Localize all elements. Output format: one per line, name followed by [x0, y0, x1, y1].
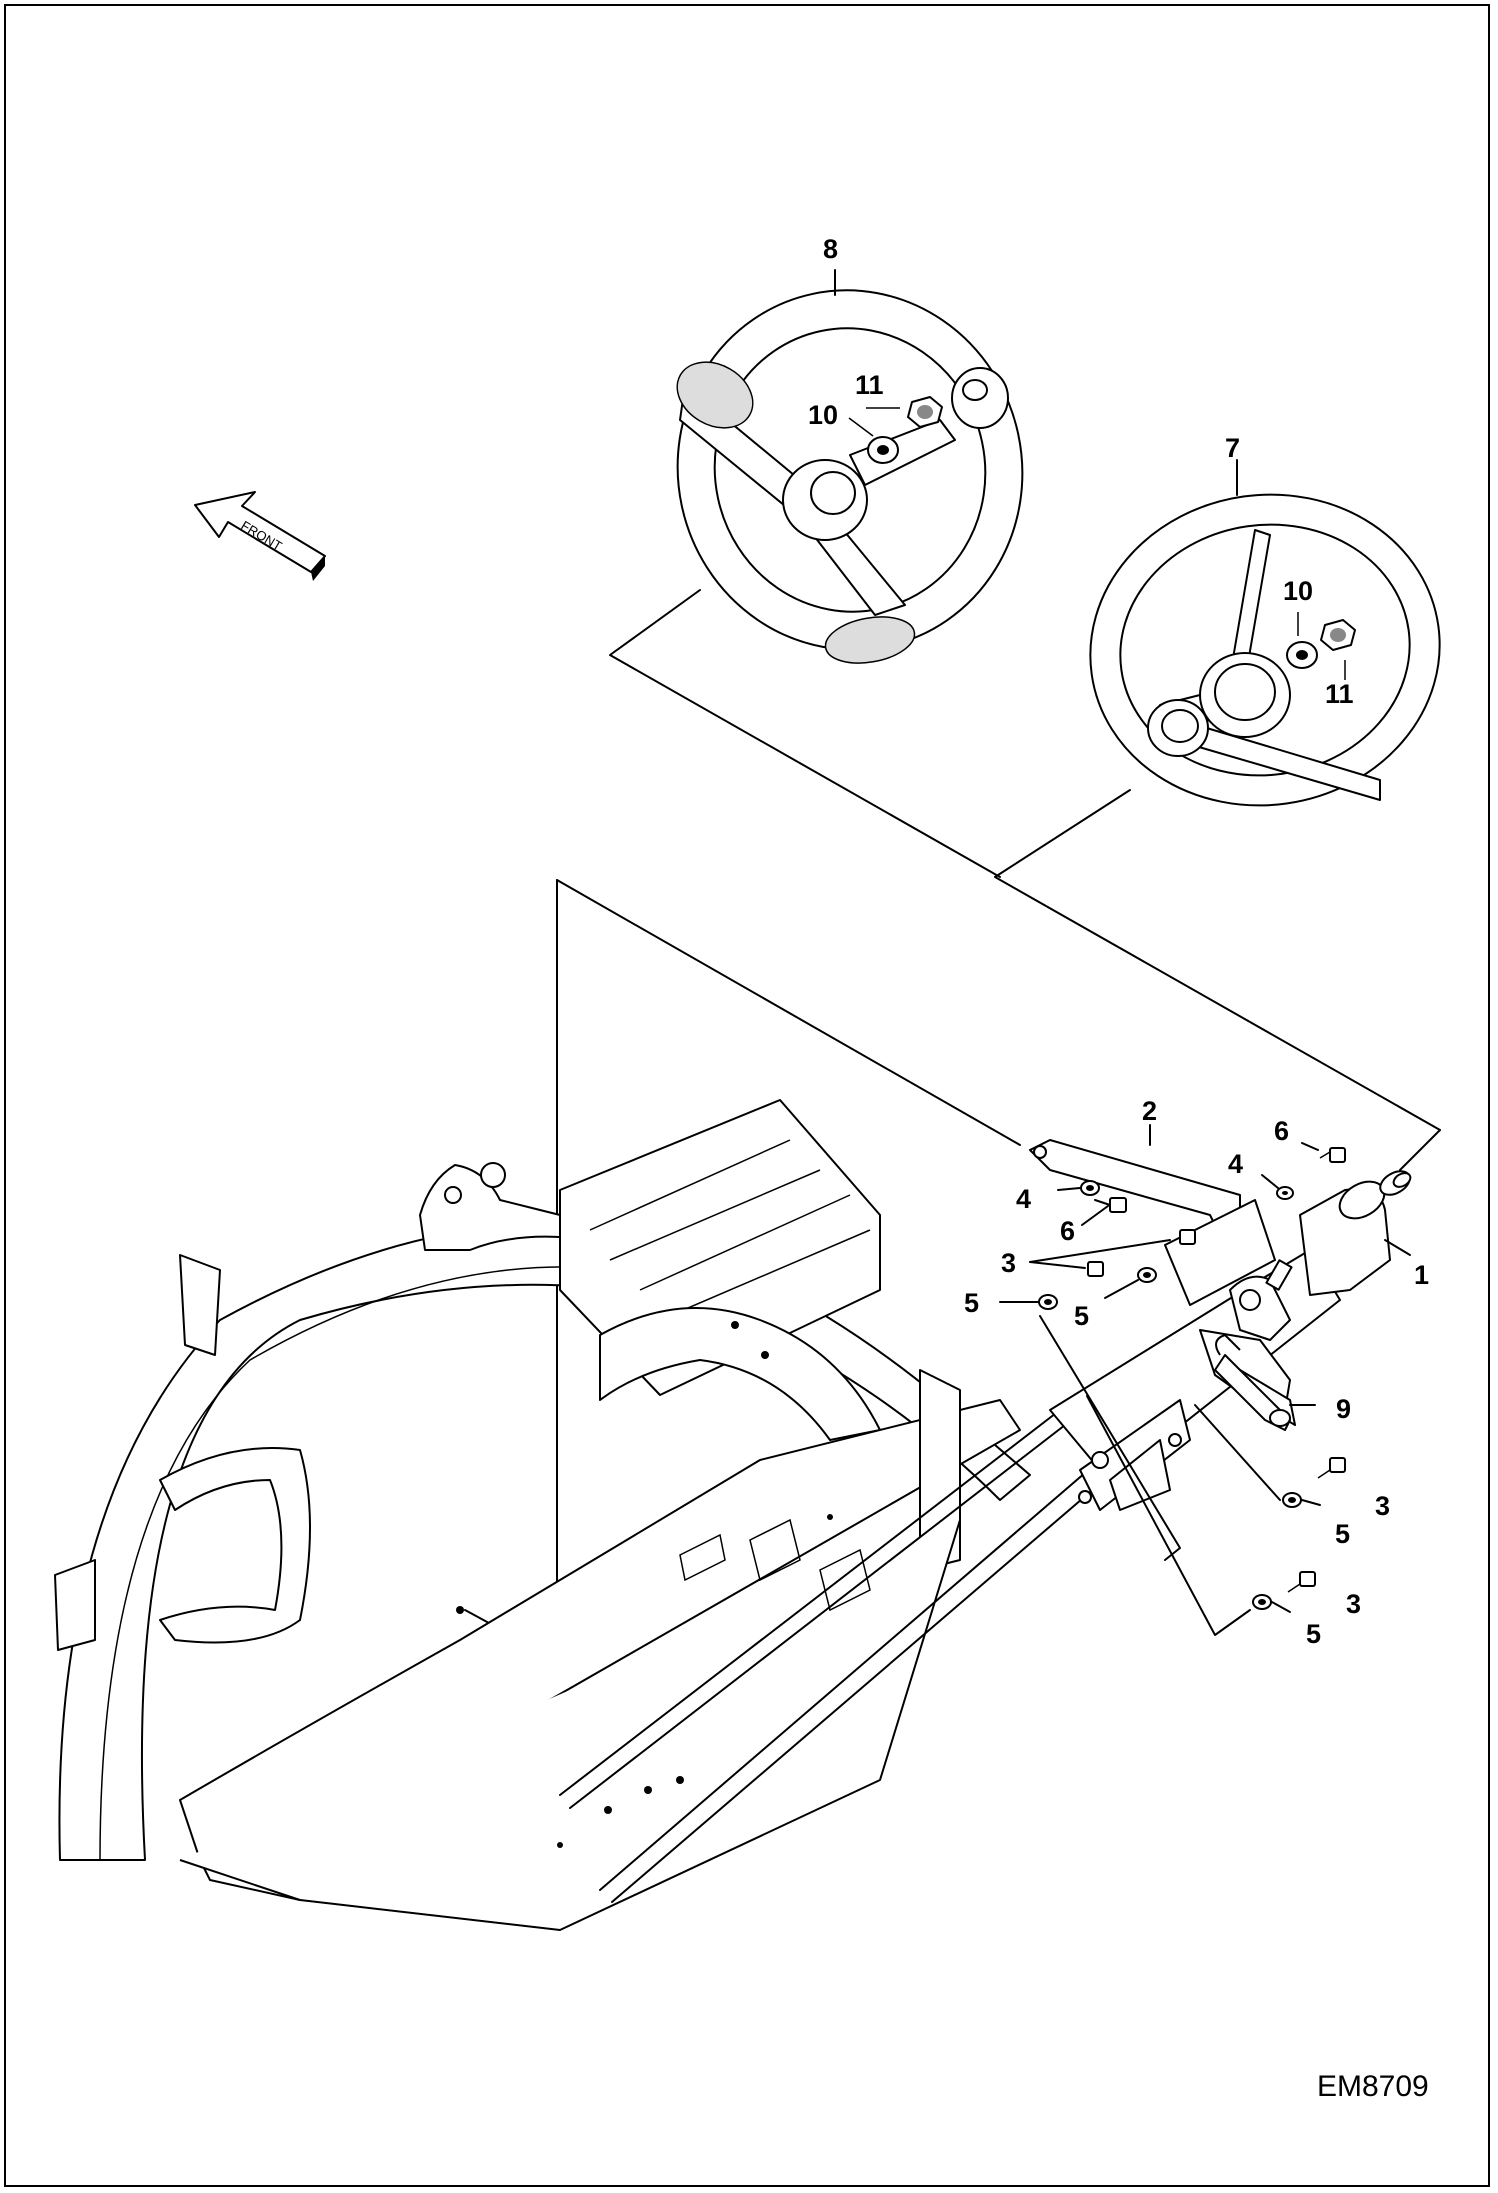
callout-11-wheel-7: 11 — [1325, 679, 1354, 709]
washer-5-a — [1038, 1294, 1058, 1310]
callout-5-center: 5 — [1074, 1301, 1089, 1331]
callout-11-wheel-8: 11 — [855, 370, 884, 400]
callout-2: 2 — [1142, 1096, 1157, 1126]
steering-wheel-8 — [676, 269, 1024, 664]
bolt-6-upper — [1319, 1147, 1346, 1163]
front-arrow: FRONT — [194, 491, 326, 581]
callout-labels: 8 11 10 7 10 11 2 6 4 4 6 3 1 5 5 9 3 5 … — [808, 234, 1429, 1649]
callout-10-wheel-8: 10 — [808, 400, 838, 430]
callout-10-wheel-7: 10 — [1283, 576, 1313, 606]
bolt-3-upper-b — [1179, 1229, 1196, 1245]
washer-4-left — [1080, 1180, 1100, 1196]
washer-5-low — [1252, 1594, 1272, 1610]
hardware — [1038, 1147, 1346, 1610]
frame-structure — [54, 1099, 1031, 1931]
steering-wheel-7 — [1089, 459, 1441, 807]
washer-5-mid — [1282, 1492, 1302, 1508]
callout-5-low: 5 — [1306, 1619, 1321, 1649]
bolt-3-mid — [1317, 1457, 1346, 1479]
callout-5-left: 5 — [964, 1288, 979, 1318]
drawing-number: EM8709 — [1317, 2070, 1429, 2103]
callout-9: 9 — [1336, 1394, 1351, 1424]
callout-8: 8 — [823, 234, 838, 264]
callout-6-upper: 6 — [1274, 1116, 1289, 1146]
bolt-6-left — [1094, 1197, 1127, 1213]
callout-7: 7 — [1225, 433, 1240, 463]
callout-1: 1 — [1414, 1260, 1429, 1290]
support-rods — [559, 1409, 1111, 1903]
callout-4-upper: 4 — [1228, 1149, 1243, 1179]
bolt-3-low — [1287, 1571, 1316, 1593]
callout-3-mid: 3 — [1375, 1491, 1390, 1521]
callout-4-left: 4 — [1016, 1184, 1031, 1214]
callout-leaders — [999, 1124, 1321, 1636]
callout-3-upper: 3 — [1001, 1248, 1016, 1278]
callout-5-mid: 5 — [1335, 1519, 1350, 1549]
steering-column-assembly — [1029, 1139, 1412, 1511]
callout-6-left: 6 — [1060, 1216, 1075, 1246]
washer-5-b — [1137, 1267, 1157, 1283]
bolt-3-upper-a — [1087, 1261, 1104, 1277]
washer-4-upper — [1276, 1186, 1294, 1200]
callout-3-low: 3 — [1346, 1589, 1361, 1619]
